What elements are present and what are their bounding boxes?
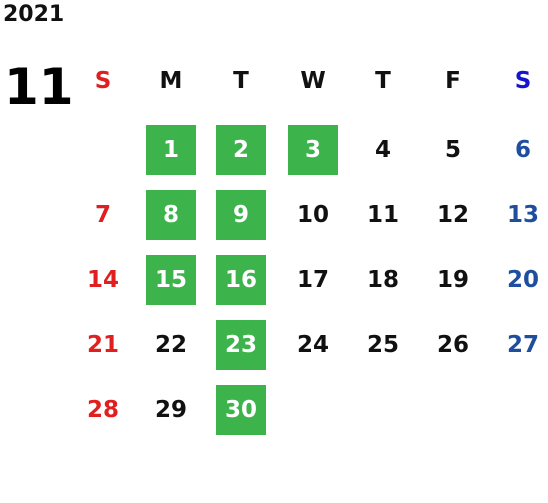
day-cell-5[interactable]: 5 <box>444 137 461 163</box>
weekday-header-thu: T <box>375 68 391 94</box>
weekday-header-wed: W <box>300 68 326 94</box>
day-cell-21[interactable]: 21 <box>86 332 119 358</box>
day-cell-4[interactable]: 4 <box>374 137 391 163</box>
day-cell-13[interactable]: 13 <box>506 202 539 228</box>
month-number: 11 <box>4 58 74 116</box>
day-cell-3[interactable]: 3 <box>288 125 338 175</box>
day-cell-20[interactable]: 20 <box>506 267 539 293</box>
day-cell-10[interactable]: 10 <box>296 202 329 228</box>
day-cell-9[interactable]: 9 <box>216 190 266 240</box>
day-cell-25[interactable]: 25 <box>366 332 399 358</box>
day-cell-22[interactable]: 22 <box>154 332 187 358</box>
day-cell-23[interactable]: 23 <box>216 320 266 370</box>
weekday-header-mon: M <box>159 68 183 94</box>
day-cell-26[interactable]: 26 <box>436 332 469 358</box>
day-cell-19[interactable]: 19 <box>436 267 469 293</box>
day-cell-15[interactable]: 15 <box>146 255 196 305</box>
day-cell-1[interactable]: 1 <box>146 125 196 175</box>
day-cell-14[interactable]: 14 <box>86 267 119 293</box>
weekday-header-sun: S <box>94 68 112 94</box>
day-cell-29[interactable]: 29 <box>154 397 187 423</box>
day-cell-11[interactable]: 11 <box>366 202 399 228</box>
day-cell-27[interactable]: 27 <box>506 332 539 358</box>
weekday-header-fri: F <box>445 68 461 94</box>
day-cell-16[interactable]: 16 <box>216 255 266 305</box>
day-cell-28[interactable]: 28 <box>86 397 119 423</box>
day-cell-7[interactable]: 7 <box>94 202 111 228</box>
day-cell-6[interactable]: 6 <box>514 137 531 163</box>
year-label: 2021 <box>3 2 65 27</box>
day-cell-8[interactable]: 8 <box>146 190 196 240</box>
weekday-header-sat: S <box>514 68 532 94</box>
day-cell-17[interactable]: 17 <box>296 267 329 293</box>
day-cell-24[interactable]: 24 <box>296 332 329 358</box>
day-cell-30[interactable]: 30 <box>216 385 266 435</box>
day-cell-18[interactable]: 18 <box>366 267 399 293</box>
weekday-header-tue: T <box>233 68 249 94</box>
day-cell-2[interactable]: 2 <box>216 125 266 175</box>
day-cell-12[interactable]: 12 <box>436 202 469 228</box>
